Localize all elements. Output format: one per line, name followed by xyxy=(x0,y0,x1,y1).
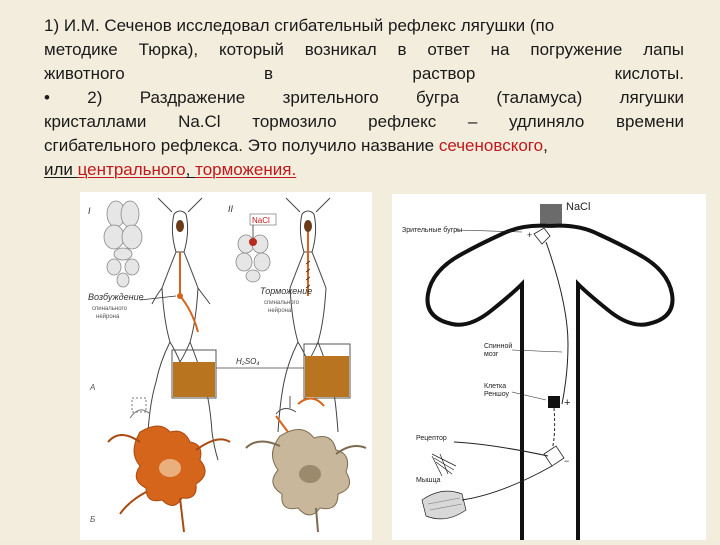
spinal-cord-label-2: мозг xyxy=(484,351,499,358)
slide-text: 1) И.М. Сеченов исследовал сгибательный … xyxy=(44,14,684,182)
frog-drawing-1 xyxy=(142,198,218,460)
brain-spinal-outline xyxy=(428,226,673,540)
central-inhibition-schematic: NaCl Зрительные бугры + Спинной мозг Кле… xyxy=(392,194,706,540)
svg-text:+: + xyxy=(527,230,532,240)
frog-experiment-svg: I II xyxy=(80,192,372,540)
nacl-label-right: NaCl xyxy=(566,201,590,213)
spinal-cord-label-1: Спинной xyxy=(484,342,512,350)
renshaw-label-1: Клетка xyxy=(484,383,506,390)
text-line-1: 1) И.М. Сеченов исследовал сгибательный … xyxy=(44,14,684,38)
thalamus-neuron xyxy=(534,228,550,244)
svg-text:+: + xyxy=(564,397,570,409)
svg-text:нейрона: нейрона xyxy=(268,307,292,314)
roman-numeral-2: II xyxy=(228,204,234,214)
term-inhibition: торможения. xyxy=(195,160,296,179)
renshaw-label-2: Реншоу xyxy=(484,391,510,398)
svg-text:−: − xyxy=(564,456,569,466)
svg-text:спинального: спинального xyxy=(264,300,300,306)
letter-a: А xyxy=(89,383,95,392)
neuron-drawing-2 xyxy=(246,396,366,532)
word-in: в xyxy=(264,64,273,83)
word-animal: животного xyxy=(44,64,125,83)
neuron-drawing-1 xyxy=(108,398,230,532)
text-line-3: животного в раствор кислоты. xyxy=(44,62,684,86)
muscle-drawing xyxy=(422,491,466,519)
inhibition-label: Торможение xyxy=(260,286,312,296)
muscle-label: Мышца xyxy=(416,477,440,484)
excitation-label: Возбуждение xyxy=(88,292,144,302)
receptor-drawing xyxy=(432,454,456,476)
frog-head-1 xyxy=(176,220,184,232)
term-central: центрального xyxy=(78,160,186,179)
roman-numeral-1: I xyxy=(88,206,91,216)
text-line-4: • 2) Раздражение зрительного бугра (тала… xyxy=(44,86,684,110)
acid-beaker-2 xyxy=(304,344,350,398)
word-solution: раствор xyxy=(412,64,475,83)
brain-drawing-1 xyxy=(104,201,142,287)
renshaw-cell xyxy=(548,396,560,408)
letter-b: Б xyxy=(90,515,95,524)
descending-tract xyxy=(546,242,568,404)
text-line-7: или центрального, торможения. xyxy=(44,158,684,182)
nacl-label-left: NaCl xyxy=(252,216,270,225)
receptor-label: Рецептор xyxy=(416,435,447,442)
term-sechenov: сеченовского xyxy=(439,136,543,155)
acid-beaker-1 xyxy=(172,350,216,398)
text-line-6: сгибательного рефлекса. Это получило наз… xyxy=(44,134,684,158)
text-line-5: кристаллами Na.Cl тормозило рефлекс – уд… xyxy=(44,110,684,134)
word-acid: кислоты. xyxy=(615,64,684,83)
text-line-2: методике Тюрка), который возникал в отве… xyxy=(44,38,684,62)
svg-text:нейрона: нейрона xyxy=(96,313,120,320)
nacl-crystal xyxy=(540,204,562,226)
svg-text:спинального: спинального xyxy=(92,306,128,312)
schematic-svg: NaCl Зрительные бугры + Спинной мозг Кле… xyxy=(392,194,706,540)
thalamus-label: Зрительные бугры xyxy=(402,226,462,234)
acid-label: H₂SO₄ xyxy=(236,357,260,366)
frog-experiment-figure: I II xyxy=(80,192,372,540)
